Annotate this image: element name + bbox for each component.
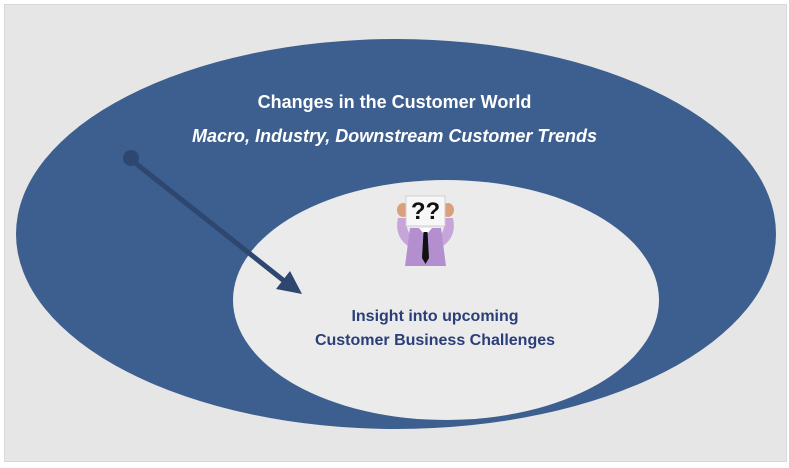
- inner-text-line-2: Customer Business Challenges: [314, 332, 556, 349]
- sign-question-marks: ??: [411, 198, 440, 225]
- trend-arrow: [123, 150, 302, 294]
- inner-text: Insight into upcoming Customer Business …: [200, 305, 670, 353]
- inner-text-line-1: Insight into upcoming: [351, 308, 519, 325]
- arrow-head: [276, 271, 302, 294]
- outer-title: Changes in the Customer World: [257, 92, 532, 112]
- inner-ellipse: [233, 180, 659, 420]
- arrow-shaft: [131, 159, 291, 287]
- outer-subtitle: Macro, Industry, Downstream Customer Tre…: [191, 126, 598, 146]
- confused-businessman-icon: ??: [388, 188, 463, 266]
